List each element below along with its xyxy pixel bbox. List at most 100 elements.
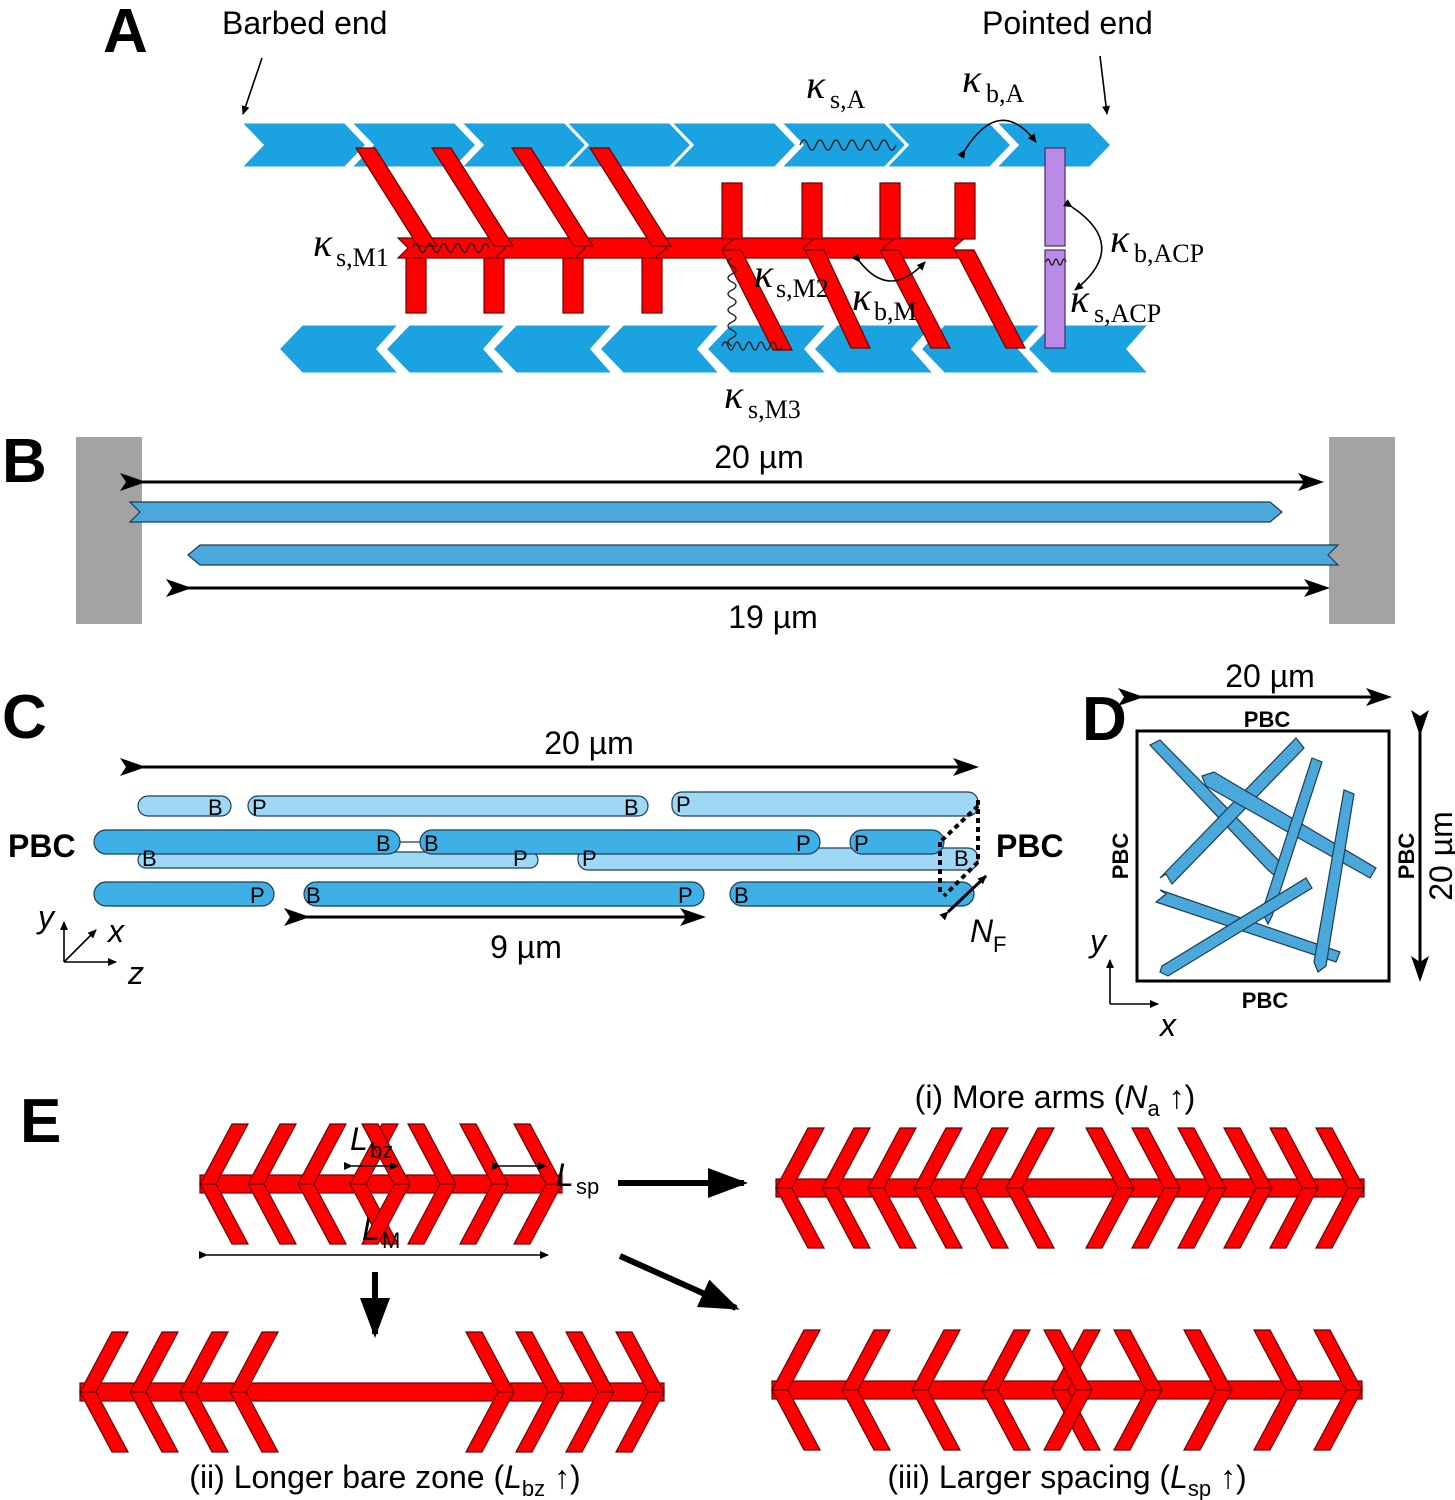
myosin-filament-larger-spacing [771,1329,1363,1451]
nf-arrow [939,874,988,921]
panel-label-d: D [1082,685,1127,754]
svg-text:B: B [208,795,223,820]
svg-text:x: x [1158,1007,1177,1043]
svg-text:B: B [306,883,321,908]
kappa-s-acp-label: κ s,ACP [1070,276,1161,328]
myosin-filament-longer-bare-zone [79,1331,665,1453]
myosin-arm [771,1389,821,1451]
myosin-arm [841,1389,891,1451]
myosin-arm [247,1183,297,1245]
caption-spacing: (iii) Larger spacing (Lsp ↑) [887,1459,1246,1500]
svg-text:B: B [624,795,639,820]
myosin-arm [513,1183,563,1245]
svg-text:y: y [36,899,56,935]
caption-more-arms: (i) More arms (Na ↑) [915,1079,1196,1121]
myosin-arm [981,1389,1031,1451]
myosin-arm [1223,1187,1273,1249]
kappa-b-acp-label: κ b,ACP [1110,216,1204,268]
svg-text:L: L [350,1121,368,1157]
svg-text:P: P [252,795,267,820]
d-width-label: 20 µm [1225,658,1315,694]
simulation-box [1135,729,1391,983]
backbone [79,1382,665,1402]
svg-text:κ: κ [852,274,872,319]
right-wall [1329,437,1395,624]
myosin-arm [79,1391,129,1453]
myosin-arm [1043,1389,1093,1451]
myosin-arm [1269,1187,1319,1249]
myosin-thick-filament [354,147,1026,351]
myosin-arm [867,1187,917,1249]
bending-arrow-actin [957,119,1037,159]
kappa-b-a-label: κ b,A [962,56,1025,108]
svg-text:P: P [854,831,869,856]
myosin-arm [179,1391,229,1453]
svg-text:κ: κ [724,372,744,417]
top-length-label: 20 µm [714,439,804,475]
axes-d: y x [1088,923,1177,1043]
svg-text:L: L [362,1211,380,1247]
myosin-arm [1315,1187,1365,1249]
myosin-arm [1183,1389,1233,1451]
svg-text:P: P [676,792,691,817]
svg-text:z: z [127,955,144,991]
lm-label: L M [362,1211,400,1253]
myosin-arm [1253,1389,1303,1451]
myosin-arm [515,1391,565,1453]
myosin-arm [297,1183,347,1245]
myosin-arm [465,1391,515,1453]
svg-text:M: M [382,1228,400,1253]
lbz-label: L bz [350,1121,393,1163]
myosin-arm [959,1187,1009,1249]
pbc-top-label: PBC [1244,707,1291,732]
panel-label-c: C [2,683,47,752]
myosin-arm [821,1187,871,1249]
pbc-left-label-d: PBC [1108,833,1133,880]
svg-text:F: F [993,932,1006,957]
myosin-arm [615,1391,665,1453]
myosin-arm [1313,1389,1363,1451]
myosin-arm [1131,1187,1181,1249]
svg-text:bz: bz [370,1138,393,1163]
kappa-s-m1-label: κ s,M1 [313,220,389,272]
c-spacing-label: 9 µm [490,929,562,965]
svg-text:b,ACP: b,ACP [1134,239,1204,268]
svg-text:B: B [142,846,157,871]
panel-label-a: A [103,0,148,66]
pointed-end-arrow [1099,55,1111,115]
myosin-arm [1177,1187,1227,1249]
myosin-arm [229,1391,279,1453]
left-wall [76,437,142,624]
svg-text:B: B [376,831,391,856]
svg-text:κ: κ [962,56,982,101]
svg-text:P: P [513,846,528,871]
myosin-arm [129,1391,179,1453]
springs-panel-a [411,139,897,351]
end-labels-c: B P B P B B P P B P P B P B P B [142,792,969,908]
myosin-arm [459,1183,509,1245]
lsp-label: L sp [556,1157,599,1199]
svg-text:κ: κ [1070,276,1090,321]
caption-bare-zone: (ii) Longer bare zone (Lbz ↑) [189,1459,580,1500]
actin-filament-b-bottom [187,544,1340,566]
svg-text:κ: κ [806,62,826,107]
svg-text:P: P [796,831,811,856]
svg-text:N: N [970,913,994,949]
svg-text:P: P [582,846,597,871]
svg-text:s,M2: s,M2 [776,274,829,303]
myosin-arm [913,1187,963,1249]
actin-filament-b-top [128,501,1283,523]
c-length-label: 20 µm [544,725,634,761]
actin-network-d [1149,737,1377,977]
axes-c: y x z [36,899,144,991]
myosin-arm [361,1183,411,1245]
actin-crosslinking-protein [1044,147,1067,349]
svg-text:s,A: s,A [830,85,866,114]
svg-text:b,M: b,M [874,297,917,326]
svg-text:L: L [556,1157,574,1193]
pbc-left-label: PBC [8,828,76,864]
myosin-arm [1113,1389,1163,1451]
panel-label-b: B [2,427,47,496]
pbc-bottom-label: PBC [1242,988,1289,1013]
actin-filaments-c [93,791,979,907]
